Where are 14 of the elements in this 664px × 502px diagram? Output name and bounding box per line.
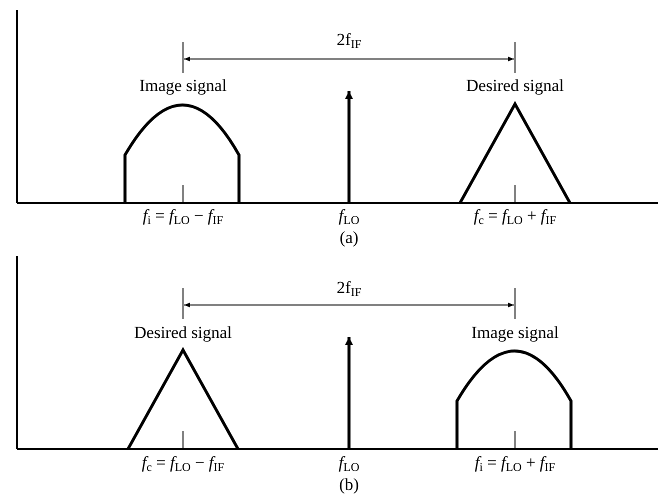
- frequency-label: f$_{c}$ = f$_{LO}$ + f$_{IF}$: [474, 206, 556, 229]
- signal-label: Desired signal: [466, 76, 564, 96]
- dimension-label: 2f$_{IF}$: [336, 278, 362, 301]
- frequency-label: f$_{c}$ = f$_{LO}$ − f$_{IF}$: [142, 453, 224, 476]
- signal-label: Desired signal: [134, 323, 232, 343]
- panel-label: (b): [339, 475, 359, 495]
- frequency-label: f$_{LO}$: [338, 453, 360, 476]
- frequency-label: f$_{i}$ = f$_{LO}$ − f$_{IF}$: [142, 206, 224, 229]
- dimension-label: 2f$_{IF}$: [336, 30, 362, 53]
- signal-label: Image signal: [139, 76, 227, 96]
- frequency-label: f$_{i}$ = f$_{LO}$ + f$_{IF}$: [474, 453, 556, 476]
- signal-label: Image signal: [471, 323, 559, 343]
- frequency-label: f$_{LO}$: [338, 206, 360, 229]
- panel-label: (a): [340, 228, 358, 248]
